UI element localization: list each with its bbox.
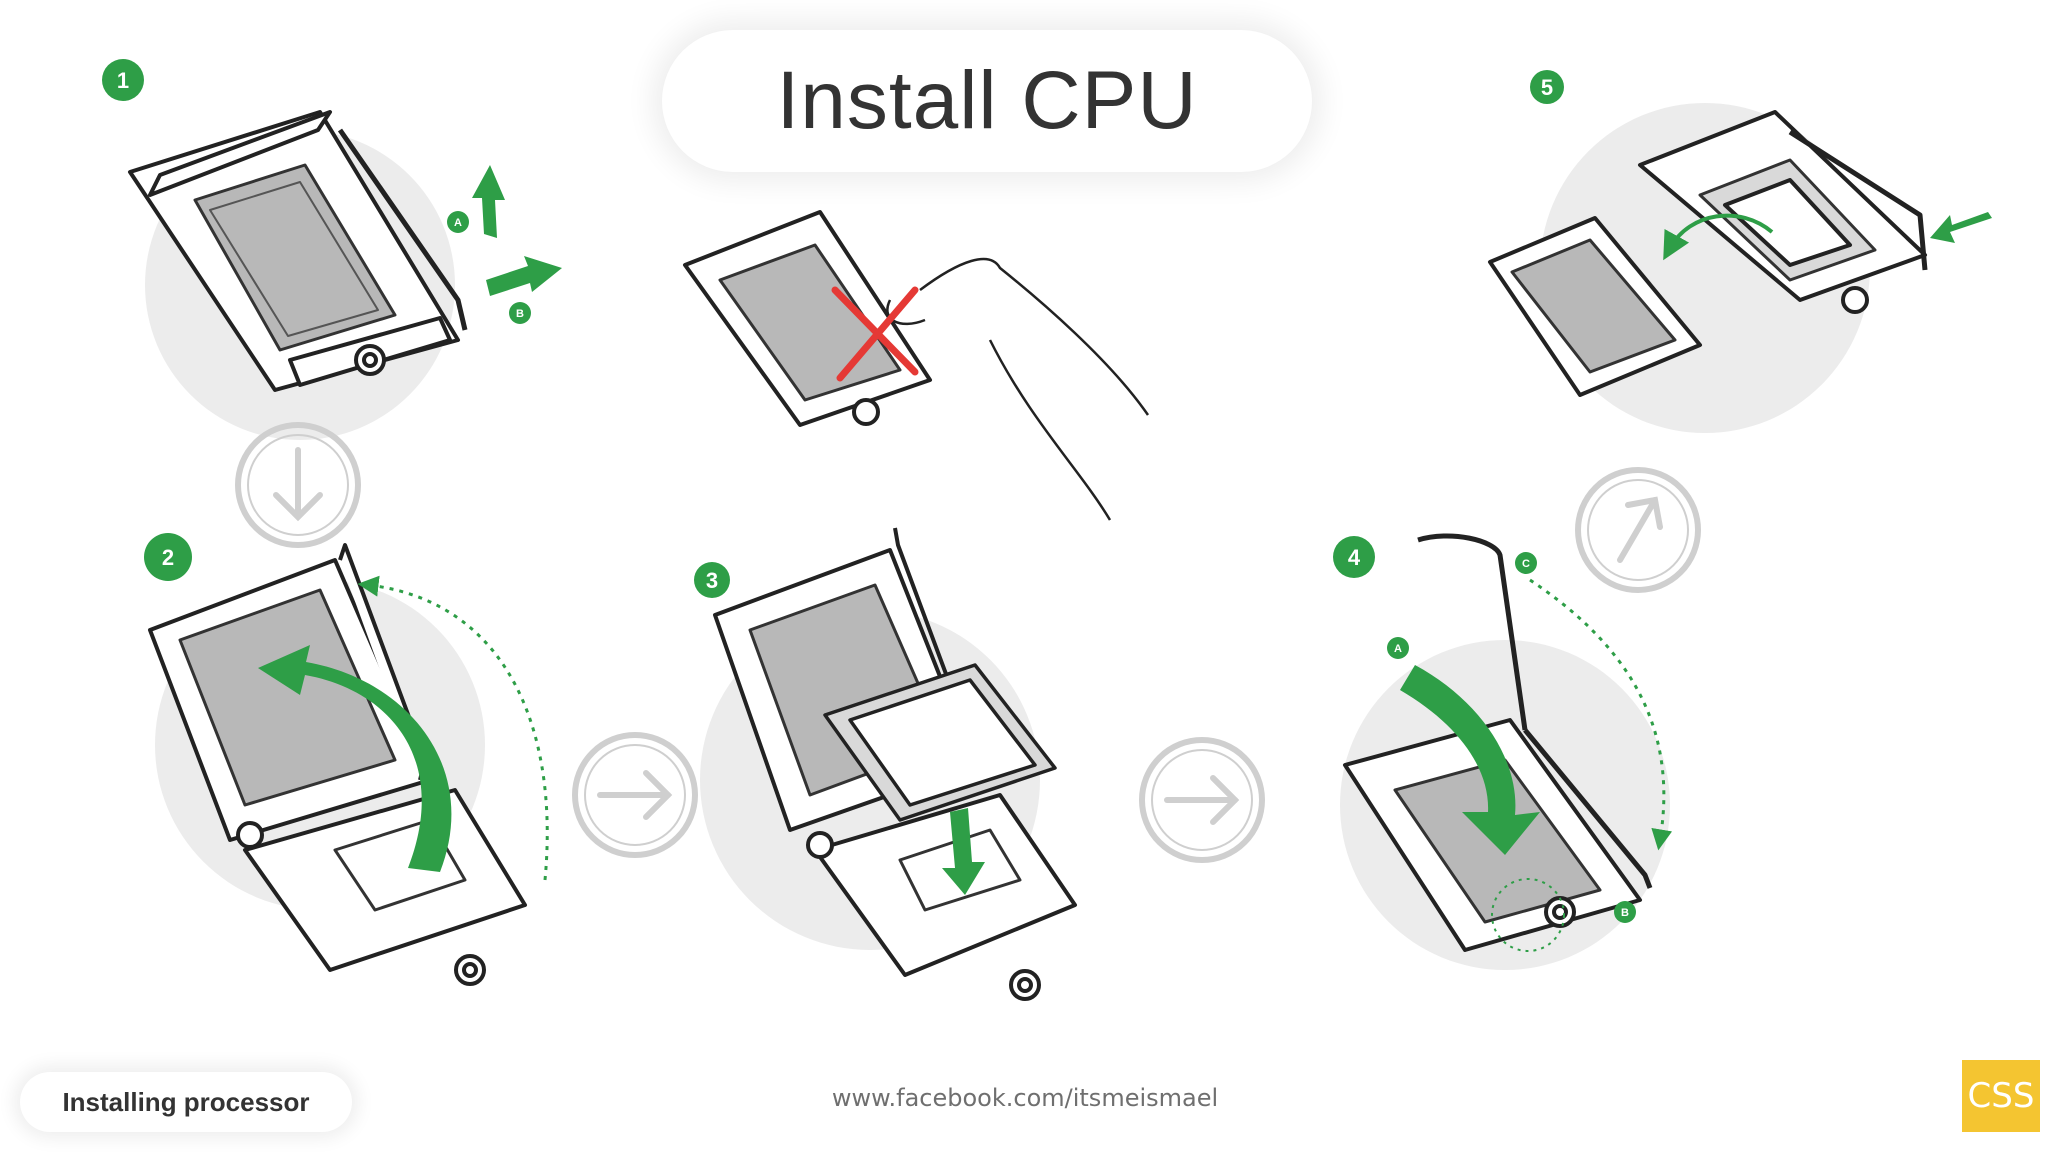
step4-screw-highlight	[1491, 878, 1565, 952]
caption-text: Installing processor	[62, 1086, 310, 1117]
step1-socket-illustration	[128, 110, 468, 392]
marker-b-step4	[1614, 901, 1636, 923]
right-progress-arrow-1-icon	[572, 732, 698, 858]
cpu-chip-illustration	[823, 663, 1057, 822]
logo-text: CSS	[1967, 1076, 2035, 1116]
step5-curved-arrow-icon	[1663, 213, 1774, 261]
caption-banner: Installing processor	[20, 1072, 352, 1132]
step2-socket-illustration	[148, 543, 527, 986]
footer-url: www.facebook.com/itsmeismael	[831, 1084, 1219, 1112]
step1-down-arrow-icon	[472, 165, 505, 238]
step4-dotted-path	[1529, 578, 1673, 851]
step1-badge-label: 1	[117, 68, 129, 93]
step4-badge-label: 4	[1348, 545, 1361, 570]
step1-lever-arrows	[472, 165, 562, 296]
step2-dotted-path	[357, 575, 549, 881]
css-logo: CSS	[1962, 1060, 2040, 1132]
marker-a	[447, 211, 469, 233]
step3-badge	[694, 562, 730, 598]
step5-badge	[1530, 70, 1564, 104]
step5-badge-label: 5	[1541, 75, 1553, 100]
no-touch-cross-icon	[831, 286, 919, 382]
marker-a-step4-label: A	[1394, 643, 1402, 655]
step4-curved-arrow-icon	[1400, 665, 1540, 855]
marker-c-label: C	[1522, 558, 1530, 570]
hand-illustration	[886, 257, 1150, 521]
marker-a-label: A	[454, 217, 462, 229]
marker-a-step4	[1387, 637, 1409, 659]
title-banner: Install CPU	[662, 30, 1312, 172]
marker-b-step4-label: B	[1621, 907, 1629, 919]
step2-badge-label: 2	[162, 545, 174, 570]
step5-left-arrow-icon	[1930, 212, 1992, 243]
marker-b	[509, 302, 531, 324]
step5-cap-illustration	[1488, 216, 1702, 397]
marker-c	[1515, 552, 1537, 574]
step1-right-arrow-icon	[486, 256, 562, 296]
step2-curved-arrow-icon	[258, 645, 452, 872]
page-title: Install CPU	[776, 55, 1198, 146]
up-right-progress-arrow-icon	[1575, 467, 1701, 593]
step1-badge	[102, 59, 144, 101]
step4-badge	[1333, 536, 1375, 578]
step2-badge	[144, 533, 192, 581]
down-progress-arrow-icon	[235, 422, 361, 548]
right-progress-arrow-2-icon	[1139, 737, 1265, 863]
step3-badge-label: 3	[706, 568, 718, 593]
step5-socket-illustration	[1638, 110, 1928, 314]
marker-b-label: B	[516, 308, 524, 320]
step3-down-arrow-icon	[942, 808, 985, 895]
